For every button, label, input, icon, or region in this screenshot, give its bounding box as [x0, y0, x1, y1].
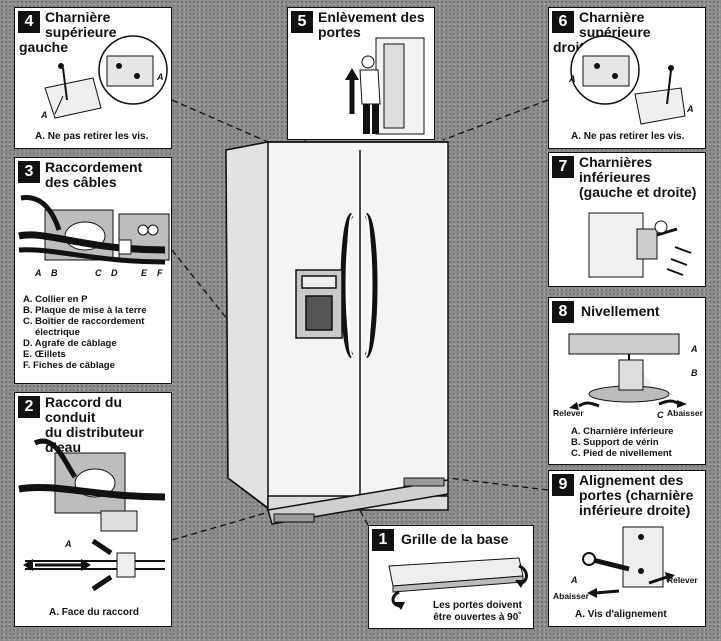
callout-e: E: [141, 268, 148, 278]
callout-a: A: [687, 104, 694, 114]
panel-9-door-alignment: 9 Alignement des portes (charnière infér…: [548, 470, 706, 627]
panel-title: Raccordement des câbles: [45, 159, 143, 190]
panel-caption: A. Face du raccord: [49, 607, 140, 618]
step-number: 8: [552, 301, 574, 323]
step-number: 2: [18, 396, 40, 418]
panel-title: Alignement des portes (charnière inférie…: [579, 472, 694, 518]
raise-label: Relever: [667, 575, 698, 585]
callout-a: A: [691, 344, 698, 354]
panel-1-base-grille: 1 Grille de la base Les portes doivent ê…: [368, 525, 534, 629]
person-lifting-door-illustration: [345, 37, 425, 135]
callout-d: D: [111, 268, 118, 278]
panel-caption: A. Ne pas retirer les vis.: [35, 131, 149, 142]
panel-title: Enlèvement des portes: [318, 9, 425, 40]
alignment-illustration: [582, 526, 675, 598]
panel-title: Grille de la base: [401, 531, 509, 547]
wiring-illustration: [18, 195, 170, 265]
panel-title: Charnières inférieures (gauche et droite…: [579, 154, 697, 200]
step-number: 5: [291, 11, 313, 33]
panel-7-bottom-hinges: 7 Charnières inférieures (gauche et droi…: [548, 152, 706, 287]
panel-caption: A. Ne pas retirer les vis.: [571, 131, 685, 142]
door-open-note: Les portes doivent être ouvertes à 90˚: [433, 600, 522, 623]
panel-2-water-line-connection: 2 Raccord du conduit du distributeur d'e…: [14, 392, 172, 627]
callout-a: A: [571, 575, 578, 585]
callout-f: F: [157, 268, 163, 278]
panel-title: Charnière supérieure gauche: [19, 9, 117, 55]
panel-3-wiring-connection: 3 Raccordement des câbles A B C D E F A.…: [14, 157, 172, 384]
step-number: 1: [372, 529, 394, 551]
leveling-illustration: [568, 333, 687, 410]
bottom-hinge-illustration: [588, 212, 692, 278]
callout-a: A: [35, 268, 42, 278]
legend-list: A. Charnière inférieure B. Support de vé…: [571, 426, 674, 459]
panel-8-leveling: 8 Nivellement A B C Relever Abaisser A. …: [548, 297, 706, 465]
panel-title: Nivellement: [581, 303, 660, 319]
lower-label: Abaisser: [553, 591, 589, 601]
leader-lines: [171, 99, 549, 541]
step-number: 9: [552, 474, 574, 496]
callout-b: B: [691, 368, 698, 378]
callout-a: A: [569, 74, 576, 84]
hinge-illustration: [570, 35, 686, 125]
step-number: 6: [552, 11, 574, 33]
callout-a: A: [157, 72, 164, 82]
panel-4-top-left-hinge: 4 Charnière supérieure gauche A A A. Ne …: [14, 7, 172, 149]
legend-list: A. Collier en P B. Plaque de mise à la t…: [23, 294, 147, 371]
panel-caption: A. Vis d'alignement: [575, 609, 667, 620]
callout-c: C: [95, 268, 102, 278]
step-number: 4: [18, 11, 40, 33]
step-number: 7: [552, 156, 574, 178]
panel-6-top-right-hinge: 6 Charnière supérieure droite A A A. Ne …: [548, 7, 706, 149]
base-grille-illustration: [388, 557, 528, 610]
step-number: 3: [18, 161, 40, 183]
callout-a: A: [41, 110, 48, 120]
callout-b: B: [51, 268, 58, 278]
callout-a: A: [65, 539, 72, 549]
lower-label: Abaisser: [667, 408, 703, 418]
panel-5-door-removal: 5 Enlèvement des portes: [287, 7, 435, 140]
raise-label: Relever: [553, 408, 584, 418]
fridge-body: [225, 141, 449, 525]
water-fitting-illustration: [18, 438, 166, 592]
callout-c: C: [657, 410, 664, 420]
hinge-illustration: [44, 35, 168, 119]
